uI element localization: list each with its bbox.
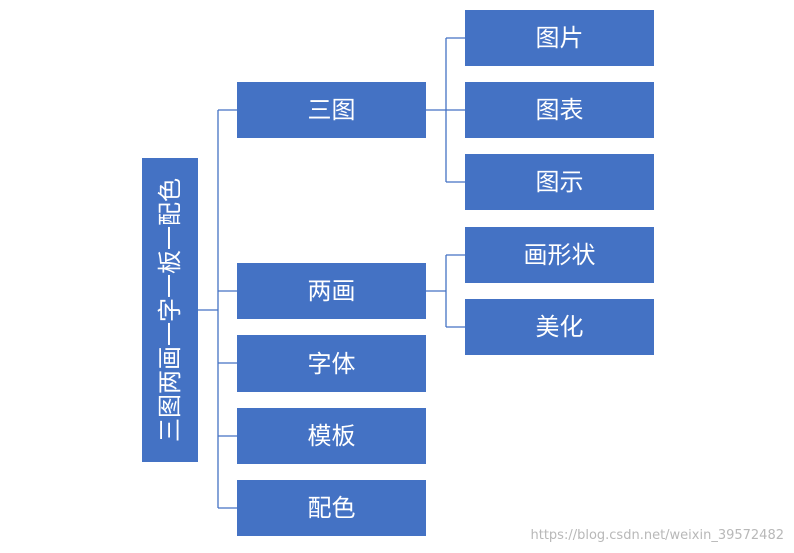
node-moban: 模板 [237,408,426,464]
root-node-label: 三图两画一字一板一配色 [156,178,184,442]
node-lianghua: 两画 [237,263,426,319]
node-meihua: 美化 [465,299,654,355]
node-ziti: 字体 [237,335,426,392]
watermark-url: https://blog.csdn.net/weixin_39572482 [530,528,784,543]
node-peise: 配色 [237,480,426,536]
node-santu: 三图 [237,82,426,138]
node-tubiao: 图表 [465,82,654,138]
node-tupian: 图片 [465,10,654,66]
node-tushi: 图示 [465,154,654,210]
root-node: 三图两画一字一板一配色 [142,158,198,462]
node-huaxingzhuang: 画形状 [465,227,654,283]
